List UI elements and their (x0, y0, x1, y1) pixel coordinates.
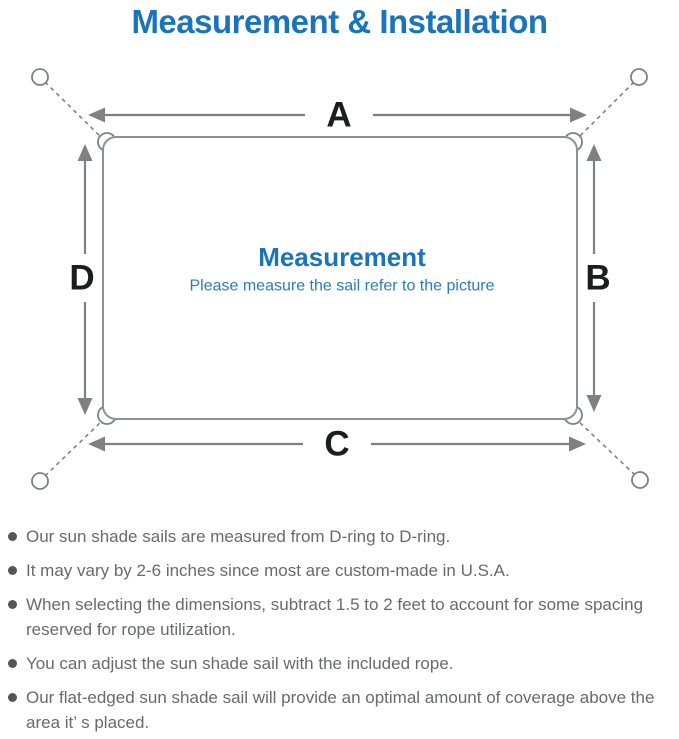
bullet-dot-icon (8, 532, 17, 541)
note-item: It may vary by 2-6 inches since most are… (4, 558, 675, 583)
dimension-arrow-d (77, 144, 93, 415)
note-item: Our flat-edged sun shade sail will provi… (4, 685, 675, 735)
note-text: When selecting the dimensions, subtract … (26, 595, 644, 639)
note-text: You can adjust the sun shade sail with t… (26, 654, 454, 673)
notes-list: Our sun shade sails are measured from D-… (0, 518, 679, 735)
bullet-dot-icon (8, 659, 17, 668)
anchor-ring-bottom-left-icon (31, 472, 49, 490)
center-heading: Measurement (258, 242, 426, 272)
arrow-c-left-head-icon (88, 436, 105, 452)
arrow-b-top-head-icon (586, 144, 602, 161)
bullet-dot-icon (8, 693, 17, 702)
arrow-a-left-head-icon (88, 107, 105, 123)
note-text: Our flat-edged sun shade sail will provi… (26, 688, 655, 732)
arrow-d-bottom-head-icon (77, 398, 93, 415)
dimension-arrow-b (586, 144, 602, 412)
rope-line-bottom-left (44, 417, 106, 477)
arrow-c-right-head-icon (569, 436, 586, 452)
rope-line-top-left (44, 81, 105, 141)
label-b: B (585, 259, 610, 298)
note-item: When selecting the dimensions, subtract … (4, 592, 675, 642)
rope-line-bottom-right (574, 417, 636, 476)
note-item: Our sun shade sails are measured from D-… (4, 524, 675, 549)
anchor-ring-top-left-icon (31, 68, 49, 86)
center-subheading: Please measure the sail refer to the pic… (189, 278, 494, 295)
anchor-ring-top-right-icon (630, 68, 648, 86)
note-text: It may vary by 2-6 inches since most are… (26, 561, 510, 580)
dimension-arrow-a (88, 107, 587, 123)
bullet-dot-icon (8, 566, 17, 575)
sail-outline (102, 136, 578, 420)
note-text: Our sun shade sails are measured from D-… (26, 527, 451, 546)
page-title: Measurement & Installation (131, 3, 548, 40)
arrow-a-right-head-icon (570, 107, 587, 123)
rope-line-top-right (575, 81, 635, 141)
bullet-dot-icon (8, 600, 17, 609)
label-d: D (69, 259, 94, 298)
label-c: C (324, 425, 349, 464)
anchor-ring-bottom-right-icon (631, 471, 649, 489)
measurement-diagram: A D B C Measurement Please measure the s… (31, 68, 649, 490)
arrow-d-top-head-icon (77, 144, 93, 161)
arrow-b-bottom-head-icon (586, 395, 602, 412)
dimension-arrow-c (88, 436, 586, 452)
label-a: A (326, 96, 351, 135)
note-item: You can adjust the sun shade sail with t… (4, 651, 675, 676)
